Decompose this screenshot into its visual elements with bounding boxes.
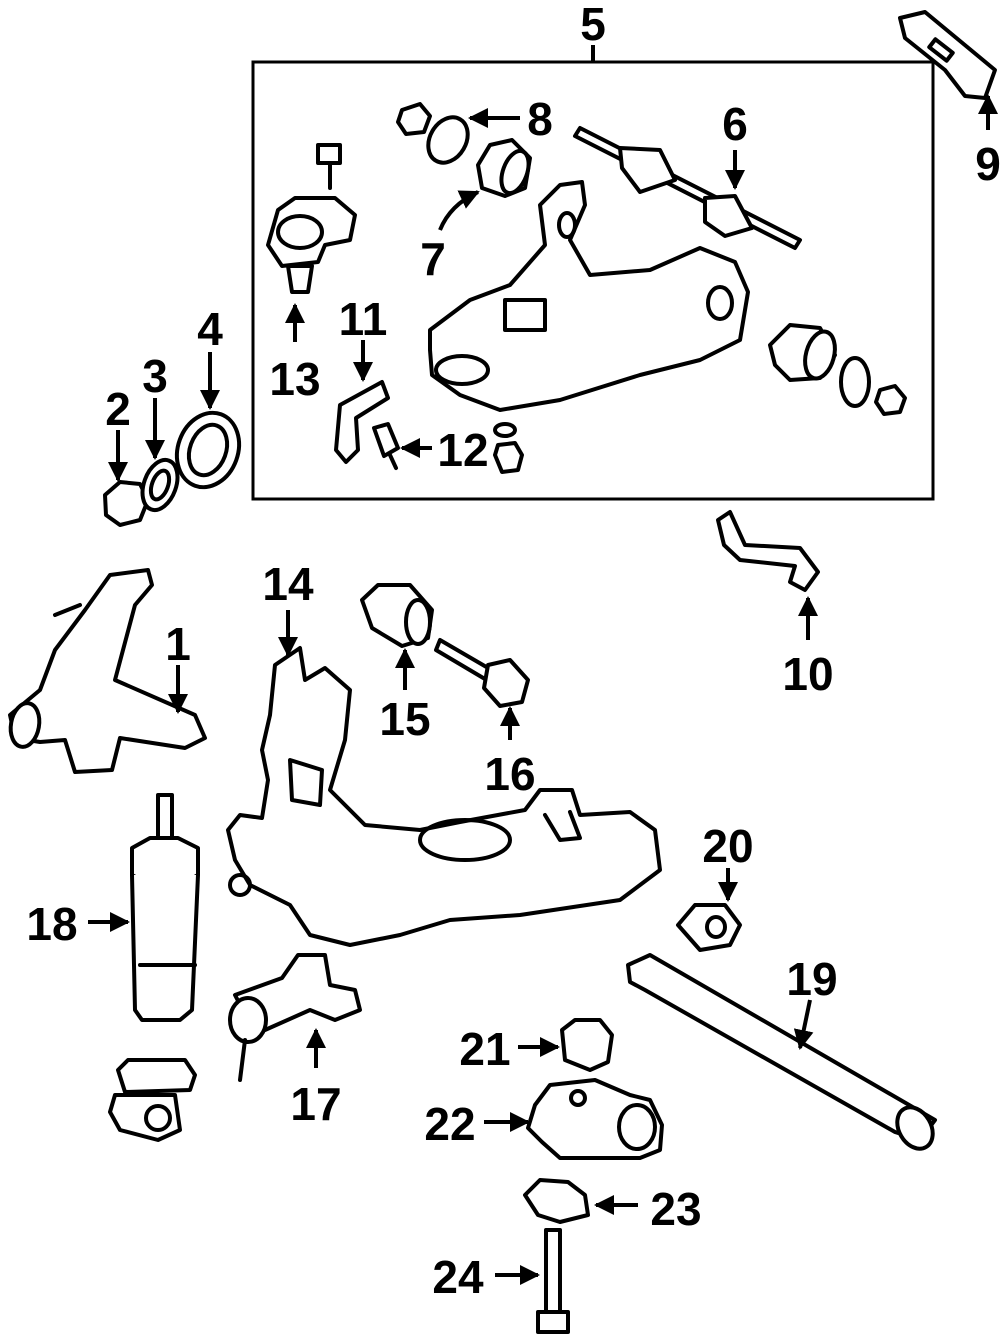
callout-5: 5 bbox=[580, 0, 606, 50]
part-12-stud bbox=[372, 422, 400, 470]
part-4-seal bbox=[174, 410, 242, 490]
callout-17: 17 bbox=[290, 1078, 341, 1130]
part-20-bracket bbox=[676, 903, 742, 952]
part-8-washer bbox=[396, 102, 470, 165]
callout-10: 10 bbox=[782, 648, 833, 700]
callout-6: 6 bbox=[722, 98, 748, 150]
upper-control-arm bbox=[428, 180, 750, 412]
part-21-bushing bbox=[560, 1018, 614, 1072]
callout-15: 15 bbox=[379, 693, 430, 745]
callout-13: 13 bbox=[269, 353, 320, 405]
callout-8: 8 bbox=[527, 93, 553, 145]
bump-stop bbox=[493, 422, 524, 474]
callout-18: 18 bbox=[26, 898, 77, 950]
part-23-cap bbox=[523, 1178, 590, 1224]
callout-20: 20 bbox=[702, 820, 753, 872]
part-16-bolt bbox=[434, 638, 530, 708]
leader-19 bbox=[793, 999, 814, 1050]
callout-14: 14 bbox=[262, 558, 314, 610]
callout-9: 9 bbox=[975, 138, 1000, 190]
callout-16: 16 bbox=[484, 748, 535, 800]
callout-11: 11 bbox=[339, 293, 388, 345]
upper-arm-rear-bushing bbox=[768, 323, 907, 416]
callout-3: 3 bbox=[142, 350, 168, 402]
part-22-bracket bbox=[526, 1078, 664, 1160]
part-19-strut-rod bbox=[626, 953, 937, 1151]
callout-4: 4 bbox=[197, 303, 223, 355]
part-17-ball-joint bbox=[228, 953, 362, 1082]
part-7-bushing bbox=[476, 138, 532, 198]
part-1-knuckle bbox=[8, 568, 207, 774]
part-14-lower-control-arm bbox=[226, 646, 662, 947]
part-2-bearing bbox=[103, 480, 150, 527]
leader-7 bbox=[438, 190, 480, 231]
part-6-shaft bbox=[573, 126, 802, 250]
part-15-bushing bbox=[360, 583, 434, 648]
callout-19: 19 bbox=[786, 953, 837, 1005]
callout-1: 1 bbox=[165, 618, 191, 670]
part-24-bolt bbox=[536, 1228, 570, 1334]
callout-12: 12 bbox=[437, 424, 488, 476]
part-9-bracket bbox=[898, 10, 997, 100]
callout-7: 7 bbox=[420, 233, 446, 285]
callout-22: 22 bbox=[424, 1098, 475, 1150]
part-10-bracket bbox=[716, 510, 820, 592]
part-13-ball-joint bbox=[266, 143, 357, 294]
part-11-bracket bbox=[334, 380, 390, 464]
part-18-shock-absorber bbox=[108, 793, 200, 1142]
callout-23: 23 bbox=[650, 1183, 701, 1235]
callout-2: 2 bbox=[105, 383, 131, 435]
callout-21: 21 bbox=[459, 1023, 510, 1075]
part-3-washer bbox=[140, 457, 180, 513]
callout-24: 24 bbox=[432, 1251, 484, 1303]
